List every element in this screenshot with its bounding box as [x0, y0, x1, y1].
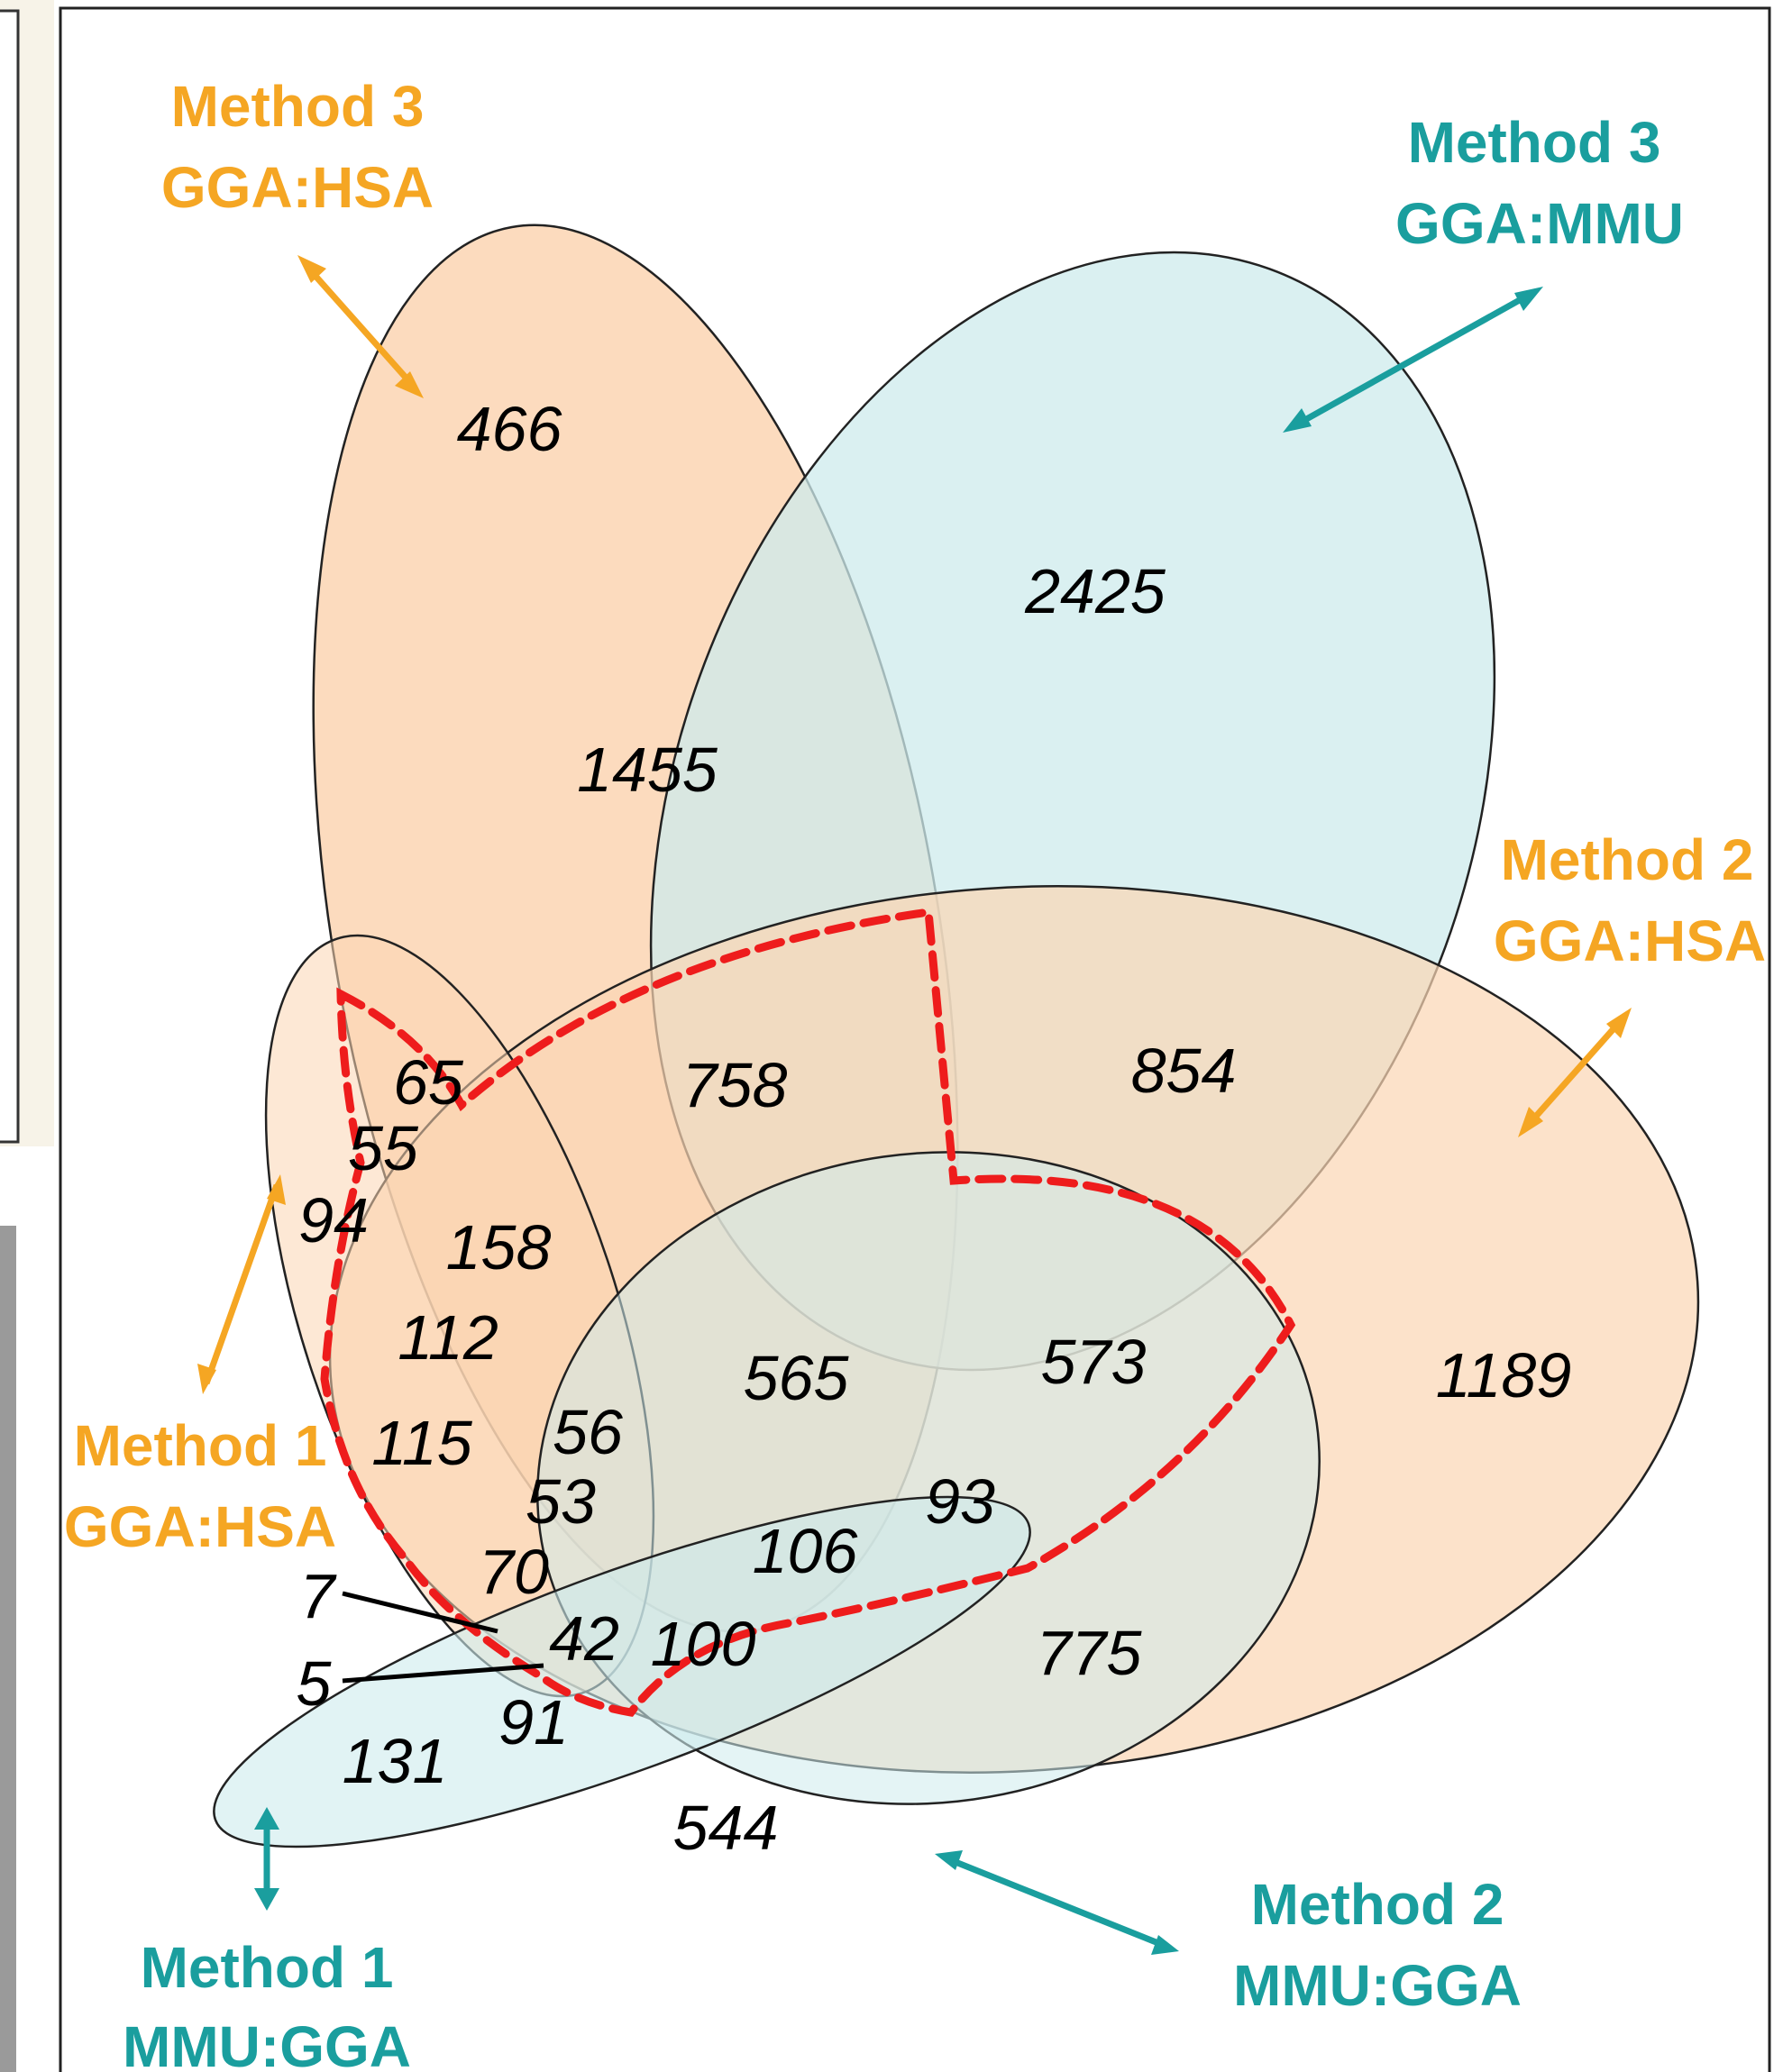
arrow-method1-gga-hsa	[203, 1183, 280, 1385]
count-100: 100	[651, 1609, 756, 1679]
arrow-head	[254, 1888, 279, 1911]
count-115: 115	[371, 1408, 473, 1478]
count-565: 565	[744, 1343, 850, 1413]
count-7: 7	[300, 1561, 338, 1631]
venn-sets	[213, 224, 1700, 1848]
arrow-head	[1283, 408, 1312, 433]
label-method1-gga-hsa-line2: GGA:HSA	[64, 1494, 336, 1559]
count-466: 466	[457, 394, 562, 464]
arrow-head	[935, 1850, 963, 1870]
count-758: 758	[682, 1050, 788, 1120]
arrow-head	[1514, 287, 1543, 311]
label-method3-gga-mmu-line2: GGA:MMU	[1395, 191, 1684, 256]
set-labels: Method 3 GGA:HSA Method 3 GGA:MMU Method…	[64, 74, 1766, 2072]
count-5: 5	[297, 1648, 333, 1719]
leader-line-7	[342, 1591, 498, 1634]
count-1455: 1455	[577, 735, 718, 805]
label-method1-mmu-gga-line1: Method 1	[141, 1935, 394, 2000]
count-158: 158	[446, 1212, 552, 1282]
count-55: 55	[348, 1113, 419, 1183]
arrow-method2-mmu-gga	[945, 1855, 1169, 1950]
count-112: 112	[398, 1302, 498, 1373]
count-775: 775	[1037, 1618, 1143, 1688]
count-2425: 2425	[1024, 556, 1166, 626]
left-panel-top-border	[0, 9, 20, 1144]
label-method2-mmu-gga-line2: MMU:GGA	[1233, 1953, 1522, 2018]
count-854: 854	[1131, 1036, 1237, 1106]
label-method2-mmu-gga-line1: Method 2	[1251, 1872, 1504, 1937]
label-method3-gga-mmu-line1: Method 3	[1408, 110, 1661, 175]
count-94: 94	[298, 1185, 369, 1255]
region-counts: 466 2425 1455 854 758 65 55 94 158 112 5…	[297, 394, 1572, 1863]
count-91: 91	[498, 1687, 569, 1757]
count-42: 42	[549, 1603, 619, 1674]
arrow-method2-gga-hsa	[1522, 1014, 1627, 1131]
label-method1-mmu-gga-line2: MMU:GGA	[123, 2014, 411, 2072]
arrow-head	[1606, 1008, 1632, 1038]
label-method1-gga-hsa-line1: Method 1	[74, 1413, 327, 1478]
label-method3-gga-hsa-line2: GGA:HSA	[161, 155, 434, 220]
count-131: 131	[343, 1726, 448, 1796]
arrow-head	[297, 255, 326, 283]
arrow-head	[395, 371, 424, 398]
count-70: 70	[479, 1537, 549, 1607]
count-544: 544	[673, 1793, 779, 1863]
arrow-method3-gga-mmu	[1292, 289, 1534, 430]
count-106: 106	[753, 1516, 858, 1586]
count-53: 53	[526, 1466, 596, 1537]
left-panel-bottom	[0, 1226, 16, 2072]
arrow-head	[197, 1364, 216, 1394]
count-56: 56	[553, 1397, 623, 1467]
arrow-head	[1151, 1935, 1179, 1955]
arrow-method3-gga-hsa	[304, 263, 417, 390]
count-1189: 1189	[1436, 1340, 1572, 1410]
label-method2-gga-hsa-line1: Method 2	[1501, 827, 1754, 892]
count-65: 65	[393, 1047, 464, 1118]
arrows	[197, 255, 1632, 1955]
label-method2-gga-hsa-line2: GGA:HSA	[1494, 908, 1766, 973]
label-method3-gga-hsa-line1: Method 3	[171, 74, 425, 139]
count-573: 573	[1041, 1327, 1147, 1397]
count-93: 93	[925, 1466, 995, 1537]
arrow-head	[254, 1807, 279, 1830]
arrow-head	[267, 1174, 286, 1205]
leader-line-5	[342, 1663, 544, 1684]
set-method1-mmu-gga	[213, 1495, 1031, 1848]
highlight-dashed-boundary	[320, 907, 1296, 1717]
arrow-head	[1518, 1107, 1543, 1137]
